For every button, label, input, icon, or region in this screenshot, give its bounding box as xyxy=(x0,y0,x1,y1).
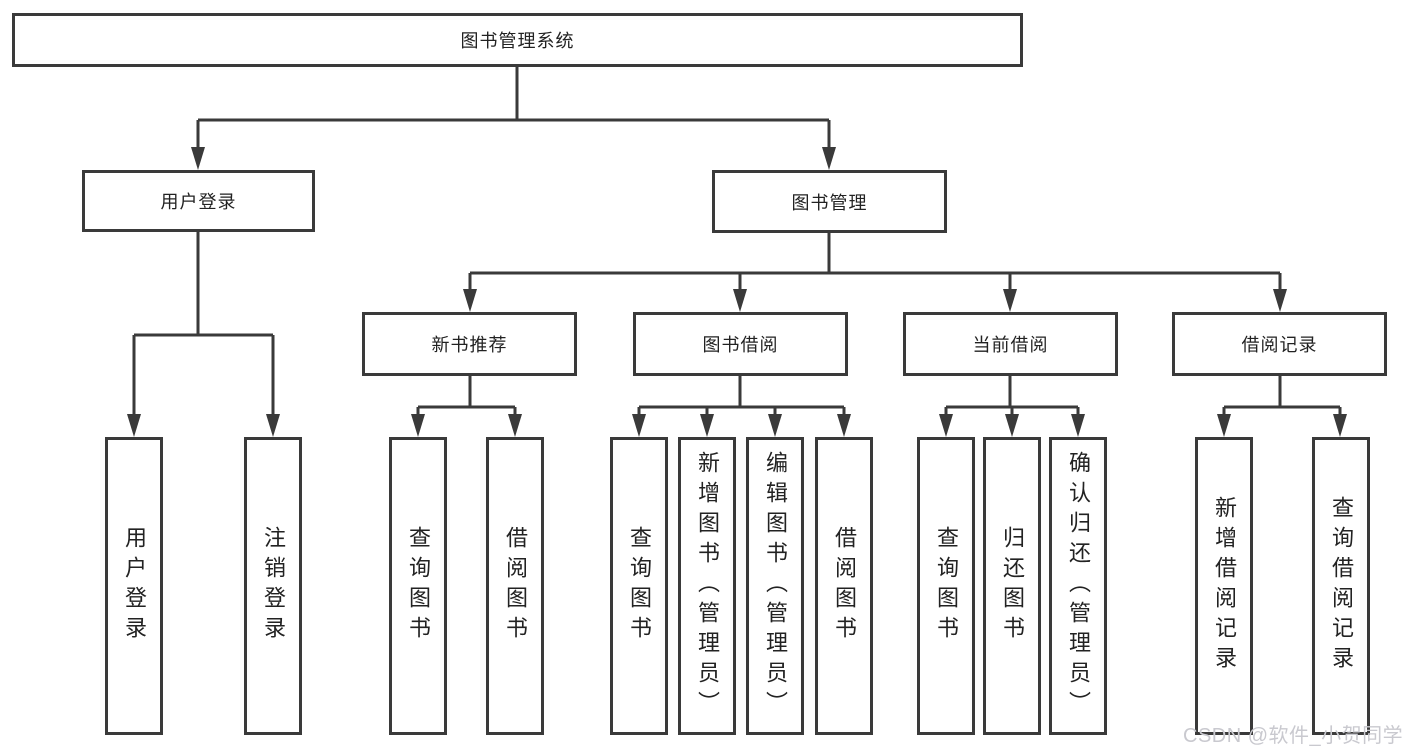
node-label: 注销登录 xyxy=(261,526,286,646)
leaf-return-book: 归还图书 xyxy=(983,437,1041,735)
node-book-borrowing: 图书借阅 xyxy=(633,312,848,376)
leaf-query-borrow-record: 查询借阅记录 xyxy=(1312,437,1370,735)
node-label: 确认归还（管理员） xyxy=(1066,451,1091,721)
leaf-confirm-return-admin: 确认归还（管理员） xyxy=(1049,437,1107,735)
csdn-watermark: CSDN @软件_小贺同学 xyxy=(1183,725,1404,747)
node-label: 图书管理系统 xyxy=(460,31,575,51)
node-label: 新书推荐 xyxy=(431,335,508,355)
node-root: 图书管理系统 xyxy=(12,13,1023,67)
node-label: 图书借阅 xyxy=(702,335,779,355)
node-new-book-recommendation: 新书推荐 xyxy=(362,312,577,376)
node-label: 归还图书 xyxy=(1000,526,1025,646)
node-label: 当前借阅 xyxy=(972,335,1049,355)
node-label: 借阅图书 xyxy=(503,526,528,646)
node-book-management: 图书管理 xyxy=(712,170,947,233)
leaf-add-book-admin: 新增图书（管理员） xyxy=(678,437,736,735)
node-label: 图书管理 xyxy=(791,192,868,213)
node-label: 查询借阅记录 xyxy=(1329,496,1354,676)
node-label: 用户登录 xyxy=(160,192,237,212)
node-label: 编辑图书（管理员） xyxy=(763,451,788,721)
node-label: 查询图书 xyxy=(627,526,652,646)
leaf-borrow-books-recommend: 借阅图书 xyxy=(486,437,544,735)
leaf-query-books-recommend: 查询图书 xyxy=(389,437,447,735)
leaf-add-borrow-record: 新增借阅记录 xyxy=(1195,437,1253,735)
leaf-login: 用户登录 xyxy=(105,437,163,735)
node-user-login: 用户登录 xyxy=(82,170,315,232)
node-label: 新增借阅记录 xyxy=(1212,496,1237,676)
leaf-edit-book-admin: 编辑图书（管理员） xyxy=(746,437,804,735)
node-label: 借阅图书 xyxy=(832,526,857,646)
node-borrowing-records: 借阅记录 xyxy=(1172,312,1387,376)
leaf-query-books-borrow: 查询图书 xyxy=(610,437,668,735)
leaf-borrow-books-borrow: 借阅图书 xyxy=(815,437,873,735)
leaf-query-books-current: 查询图书 xyxy=(917,437,975,735)
node-current-borrowing: 当前借阅 xyxy=(903,312,1118,376)
node-label: 新增图书（管理员） xyxy=(695,451,720,721)
node-label: 借阅记录 xyxy=(1241,335,1318,355)
node-label: 查询图书 xyxy=(406,526,431,646)
node-label: 查询图书 xyxy=(934,526,959,646)
arrowheads xyxy=(127,147,1347,437)
node-label: 用户登录 xyxy=(122,526,147,646)
leaf-logout: 注销登录 xyxy=(244,437,302,735)
